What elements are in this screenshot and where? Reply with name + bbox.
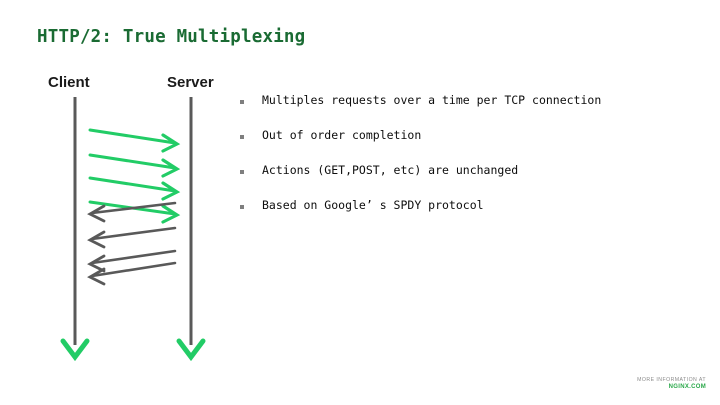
request-arrow bbox=[88, 128, 181, 153]
request-arrows-group bbox=[88, 128, 181, 224]
page-title: HTTP/2: True Multiplexing bbox=[37, 27, 306, 47]
list-item-label: Actions (GET,POST, etc) are unchanged bbox=[262, 163, 519, 177]
arrowhead-right-icon bbox=[161, 133, 181, 153]
list-item-label: Out of order completion bbox=[262, 128, 422, 142]
arrowhead-right-icon bbox=[161, 158, 181, 178]
actor-label-server: Server bbox=[167, 74, 214, 91]
bullet-square-icon bbox=[240, 135, 244, 139]
arrowhead-right-icon bbox=[161, 204, 181, 224]
bullet-square-icon bbox=[240, 170, 244, 174]
response-arrow bbox=[87, 201, 177, 223]
sequence-diagram: Client Server bbox=[0, 0, 260, 405]
list-item-label: Based on Google’ s SPDY protocol bbox=[262, 198, 484, 212]
list-item: Out of order completion bbox=[240, 127, 700, 162]
sequence-diagram-svg bbox=[60, 97, 206, 362]
arrowhead-left-icon bbox=[87, 230, 106, 249]
footer-brand-label: NGINX.COM bbox=[668, 383, 706, 390]
response-arrow bbox=[87, 249, 177, 273]
arrowhead-left-icon bbox=[87, 204, 106, 223]
footer-more-info-label: MORE INFORMATION AT bbox=[637, 377, 706, 383]
footer-branding: MORE INFORMATION AT NGINX.COM bbox=[637, 377, 706, 391]
response-arrow bbox=[87, 226, 177, 249]
bullet-square-icon bbox=[240, 205, 244, 209]
list-item-label: Multiples requests over a time per TCP c… bbox=[262, 93, 602, 107]
response-arrows-group bbox=[87, 201, 177, 286]
arrowhead-left-icon bbox=[87, 267, 106, 286]
request-arrow bbox=[88, 153, 181, 178]
list-item: Multiples requests over a time per TCP c… bbox=[240, 92, 700, 127]
lifeline-client-arrowhead-icon bbox=[60, 338, 90, 362]
actor-label-client: Client bbox=[48, 74, 90, 91]
response-arrow bbox=[87, 261, 177, 286]
arrowhead-right-icon bbox=[161, 181, 181, 201]
lifeline-server-arrowhead-icon bbox=[176, 338, 206, 362]
bullet-list: Multiples requests over a time per TCP c… bbox=[240, 92, 700, 232]
list-item: Based on Google’ s SPDY protocol bbox=[240, 197, 700, 232]
bullet-square-icon bbox=[240, 100, 244, 104]
request-arrow bbox=[88, 176, 181, 201]
list-item: Actions (GET,POST, etc) are unchanged bbox=[240, 162, 700, 197]
arrowhead-left-icon bbox=[87, 254, 106, 273]
